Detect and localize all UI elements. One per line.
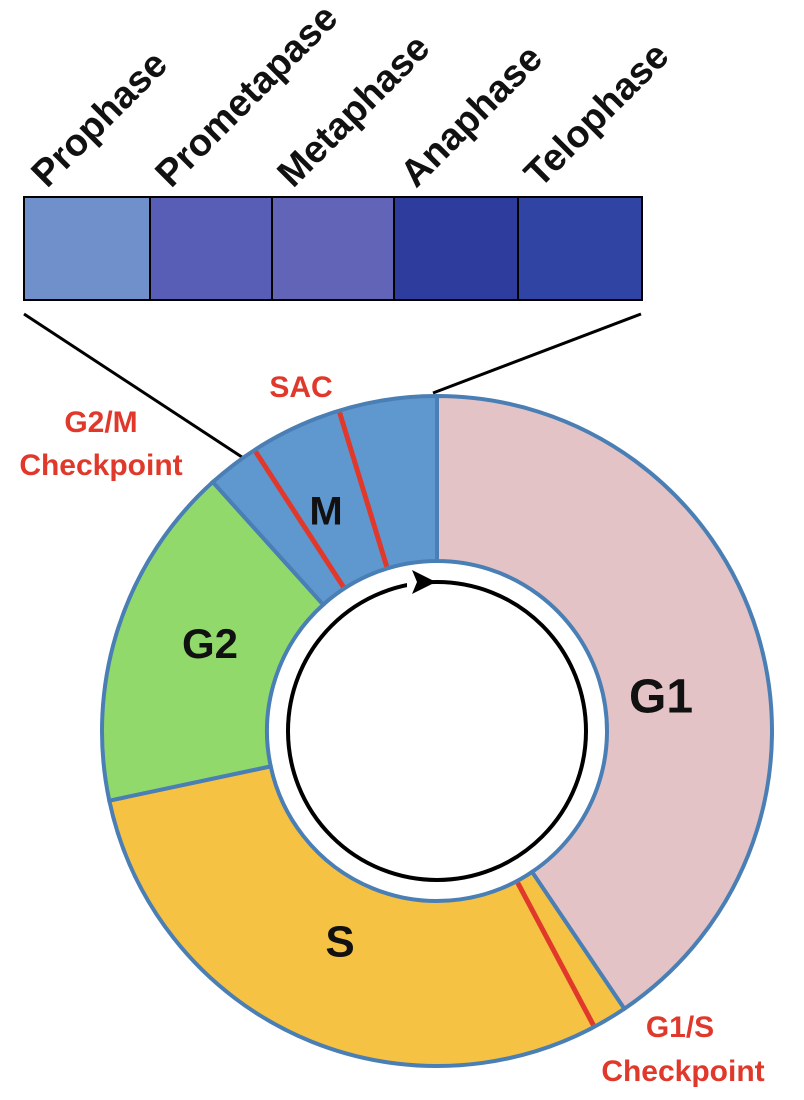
cycle-arrow-circle [286, 580, 588, 882]
phase-cell-telophase [517, 196, 643, 301]
phase-label-prophase: Prophase [24, 43, 176, 195]
checkpoint-label-sac: SAC [269, 371, 332, 404]
checkpoint-line-sac [337, 411, 390, 568]
cycle-arrow-head [412, 570, 436, 594]
checkpoint-label-g2m-line1: G2/M [64, 406, 137, 439]
phase-cell-prophase [23, 196, 151, 301]
checkpoint-line-g2-m [253, 450, 346, 589]
checkpoint-label-g1s-line1: G1/S [646, 1011, 714, 1044]
zoom-connector-right [432, 312, 642, 395]
segment-label-g1: G1 [629, 671, 693, 724]
checkpoint-label-g2m-line2: Checkpoint [19, 449, 182, 482]
segment-g2 [100, 479, 327, 804]
segment-label-m: M [309, 490, 342, 534]
mitosis-phase-bar [23, 196, 643, 301]
mitosis-phase-labels: ProphasePrometapaseMetaphaseAnaphaseTelo… [24, 0, 678, 195]
phase-cell-anaphase [393, 196, 519, 301]
segment-g1 [435, 393, 774, 1012]
checkpoint-label-g1s-line2: Checkpoint [601, 1055, 764, 1088]
phase-cell-prometapase [149, 196, 273, 301]
phase-cell-metaphase [271, 196, 395, 301]
checkpoint-markers [253, 411, 596, 1027]
segment-s [106, 763, 628, 1069]
checkpoint-line-g1-s [515, 881, 596, 1027]
segment-label-s: S [325, 918, 354, 967]
cell-cycle-ring [100, 393, 774, 1069]
cycle-direction-arrow [286, 570, 588, 882]
zoom-connector-left [23, 312, 252, 465]
segment-label-g2: G2 [182, 620, 238, 667]
